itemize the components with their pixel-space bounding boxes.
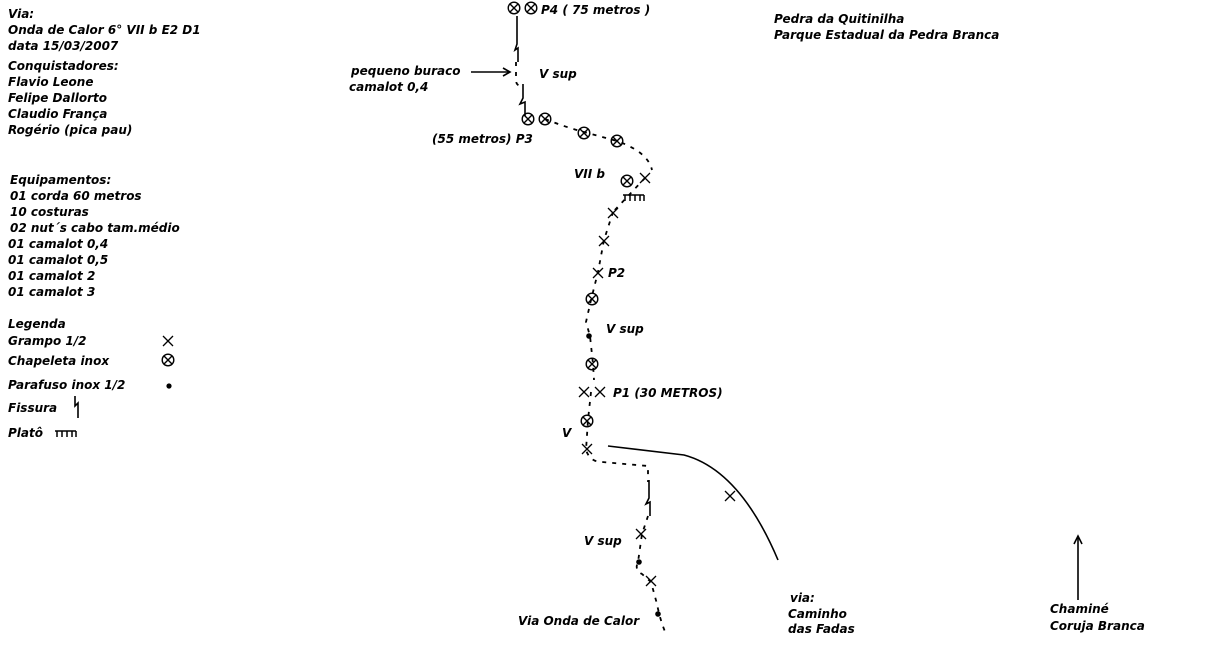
legend-label: Chapeleta inox [8, 354, 110, 368]
ledge-icon [622, 194, 645, 202]
x-mark-icon [592, 267, 604, 279]
crack-icon [74, 396, 79, 418]
equipment-item: 01 corda 60 metros [10, 189, 142, 203]
legend-label: Fissura [8, 401, 57, 415]
crack-icon [644, 480, 651, 516]
dot-icon [586, 333, 592, 339]
x-mark-icon [607, 207, 619, 219]
other-route-label: das Fadas [788, 622, 855, 636]
x-mark-icon [162, 335, 174, 347]
equipment-item: 01 camalot 0,4 [8, 237, 108, 251]
belay-p2-label: P2 [608, 266, 625, 280]
equipment-item: 01 camalot 2 [8, 269, 95, 283]
legend-heading: Legenda [8, 317, 66, 331]
route-name-label: Via Onda de Calor [518, 614, 640, 628]
dot-icon [166, 383, 172, 389]
crag-name: Pedra da Quitinilha [774, 12, 904, 26]
grade-label: VII b [574, 167, 605, 181]
climber-name: Claudio França [8, 107, 107, 121]
ledge-icon [54, 430, 77, 438]
equipment-item: 02 nut´s cabo tam.médio [10, 221, 180, 235]
equipment-list: Equipamentos: 01 corda 60 metros 10 cost… [8, 173, 180, 299]
bolt-circle-icon [521, 112, 535, 126]
other-route-label: via: [790, 591, 815, 605]
belay-p4-label: P4 ( 75 metros ) [541, 3, 650, 17]
bolt-circle-icon [620, 174, 634, 188]
grade-label: V sup [584, 534, 622, 548]
x-mark-icon [594, 386, 606, 398]
bolt-circle-icon [507, 1, 521, 15]
location-label: Pedra da Quitinilha Parque Estadual da P… [774, 12, 999, 42]
hole-note: pequeno buraco [350, 64, 460, 78]
climber-name: Flavio Leone [8, 75, 93, 89]
grade-label: V [562, 426, 573, 440]
hole-gear-note: camalot 0,4 [349, 80, 428, 94]
arrow-to-hole [471, 67, 512, 77]
bolt-circle-icon [610, 134, 624, 148]
equipment-item: 10 costuras [10, 205, 89, 219]
bolt-circle-icon [577, 126, 591, 140]
legend: Legenda Grampo 1/2 Chapeleta inox Parafu… [8, 317, 175, 440]
x-mark-icon [639, 172, 651, 184]
equipment-heading: Equipamentos: [10, 173, 111, 187]
crack-icon [513, 16, 519, 62]
route-segment [585, 391, 649, 482]
route-segment [585, 211, 614, 381]
route-annotations: P4 ( 75 metros ) pequeno buraco camalot … [349, 3, 1145, 636]
route-line-caminho-das-fadas [607, 445, 779, 561]
bolt-circle-icon [538, 112, 552, 126]
protection-marks [507, 1, 736, 617]
first-ascent-heading: Conquistadores: [8, 59, 119, 73]
belay-p3-label: (55 metros) P3 [432, 132, 533, 146]
arrow-to-chimney [1073, 534, 1083, 600]
other-route-label: Caminho [788, 607, 847, 621]
bolt-circle-icon [161, 353, 175, 367]
chimney-label: Coruja Branca [1050, 619, 1145, 633]
equipment-item: 01 camalot 3 [8, 285, 95, 299]
crack-icon [518, 84, 526, 116]
bolt-circle-icon [524, 1, 538, 15]
grade-label: V sup [539, 67, 577, 81]
dot-icon [636, 559, 642, 565]
legend-label: Parafuso inox 1/2 [8, 378, 125, 392]
chimney-label: Chaminé [1050, 602, 1109, 616]
route-segment [515, 62, 523, 87]
legend-label: Platô [8, 426, 43, 440]
x-mark-icon [578, 386, 590, 398]
bolt-circle-icon [585, 292, 599, 306]
climber-name: Felipe Dallorto [8, 91, 107, 105]
equipment-item: 01 camalot 0,5 [8, 253, 108, 267]
belay-p1-label: P1 (30 METROS) [613, 386, 723, 400]
x-mark-icon [724, 490, 736, 502]
route-date: data 15/03/2007 [8, 39, 119, 53]
route-grade: Onda de Calor 6° VII b E2 D1 [8, 23, 201, 37]
grade-label: V sup [606, 322, 644, 336]
x-mark-icon [645, 575, 657, 587]
dot-icon [655, 611, 661, 617]
route-segment [635, 515, 667, 635]
route-segment [544, 118, 653, 171]
legend-label: Grampo 1/2 [8, 334, 86, 348]
park-name: Parque Estadual da Pedra Branca [774, 28, 999, 42]
route-info: Via: Onda de Calor 6° VII b E2 D1 data 1… [8, 7, 201, 137]
climber-name: Rogério (pica pau) [8, 123, 132, 137]
info-title: Via: [8, 7, 34, 21]
